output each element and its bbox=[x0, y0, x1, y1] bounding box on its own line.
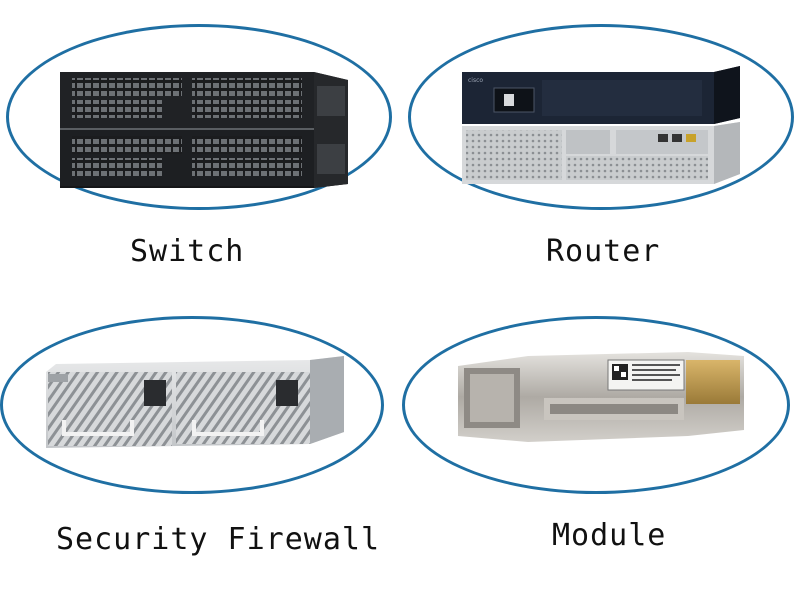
security-firewall-image bbox=[46, 356, 344, 448]
module-image bbox=[458, 352, 744, 442]
svg-text:cisco: cisco bbox=[468, 77, 483, 84]
switch-caption: Switch bbox=[130, 234, 245, 269]
router-panel: cisco Router bbox=[400, 0, 800, 300]
switch-image bbox=[60, 72, 348, 188]
module-caption: Module bbox=[552, 518, 667, 553]
router-image: cisco bbox=[462, 66, 740, 184]
switch-panel: Switch bbox=[0, 0, 400, 300]
firewall-panel: Security Firewall bbox=[0, 300, 400, 600]
router-caption: Router bbox=[546, 234, 661, 269]
module-panel: Module bbox=[400, 300, 800, 600]
firewall-caption: Security Firewall bbox=[56, 522, 381, 557]
